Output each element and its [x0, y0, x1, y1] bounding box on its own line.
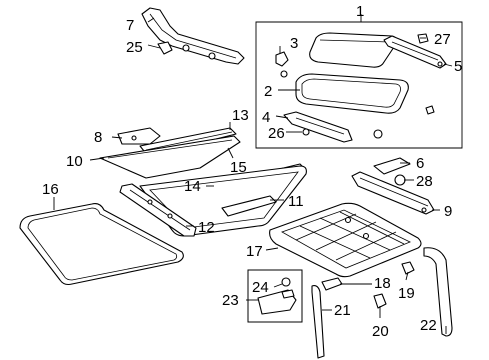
callout-19: 19	[398, 285, 415, 302]
retainer-knob	[373, 105, 435, 139]
frame-rail-10-15	[99, 135, 241, 179]
callout-13: 13	[232, 107, 249, 124]
callout-25: 25	[126, 39, 143, 56]
bracket-25	[157, 41, 173, 55]
callout-24: 24	[252, 279, 269, 296]
clip-28	[394, 174, 406, 186]
link-arm-18	[321, 277, 343, 291]
rail-4	[283, 111, 353, 143]
callout-7: 7	[126, 17, 134, 34]
callout-12: 12	[198, 219, 215, 236]
link-11	[221, 195, 277, 217]
seal-ring-16	[19, 203, 184, 286]
callout-9: 9	[444, 203, 452, 220]
callout-21: 21	[334, 302, 351, 319]
cross-member-7	[141, 7, 245, 65]
callout-14: 14	[184, 178, 201, 195]
callout-3: 3	[290, 35, 298, 52]
callout-15: 15	[230, 159, 247, 176]
callout-23: 23	[222, 292, 239, 309]
callout-10: 10	[66, 153, 83, 170]
weatherstrip-5	[383, 35, 447, 69]
callout-2: 2	[264, 83, 272, 100]
callout-4: 4	[262, 109, 270, 126]
screw-26	[302, 128, 310, 136]
sunroof-housing-17	[269, 202, 422, 278]
callout-18: 18	[374, 275, 391, 292]
callout-leaders	[53, 17, 453, 334]
clip-27	[417, 33, 429, 44]
callout-8: 8	[94, 129, 102, 146]
callout-5: 5	[454, 58, 462, 75]
callout-6: 6	[416, 155, 424, 172]
drain-hose-22	[423, 247, 453, 337]
callout-27: 27	[434, 31, 451, 48]
bracket-6	[373, 157, 411, 175]
callout-1: 1	[356, 3, 364, 20]
clip-20	[373, 293, 387, 309]
glass-frame	[295, 73, 409, 114]
motor-24	[257, 277, 297, 315]
motor-box-23	[247, 269, 303, 323]
clip-19	[401, 261, 415, 275]
callout-22: 22	[420, 317, 437, 334]
assembly-box-1	[255, 14, 463, 149]
callout-26: 26	[268, 125, 285, 142]
callout-11: 11	[288, 193, 304, 210]
callout-20: 20	[372, 323, 389, 340]
guide-rail-12	[119, 183, 197, 237]
glass-panel	[309, 32, 398, 68]
callout-28: 28	[416, 173, 433, 190]
callout-17: 17	[246, 243, 263, 260]
callout-16: 16	[42, 181, 59, 198]
bracket-8	[117, 127, 161, 145]
drain-hose-21	[311, 285, 325, 359]
bracket-3	[275, 51, 289, 78]
